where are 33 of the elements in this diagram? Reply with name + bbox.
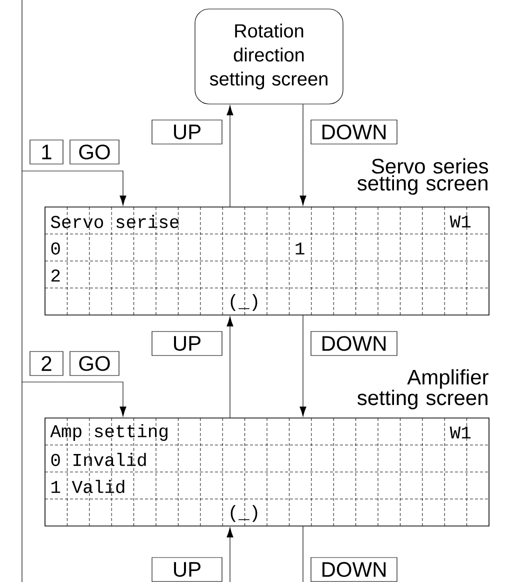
arrow (226, 105, 234, 207)
lcd-text: 1 Valid (52, 480, 124, 494)
lcd-text: 1 (296, 242, 304, 254)
arrow (22, 0, 126, 206)
screen-box: Rotation direction setting screen (194, 8, 344, 104)
lcd-text: Amp setting (50, 424, 168, 441)
arrow (226, 316, 234, 418)
key-label: UP (152, 331, 222, 356)
lcd-text: W1 (450, 216, 471, 228)
lcd-text: (_) (230, 294, 258, 311)
key-label: 2 (30, 351, 64, 376)
lcd-text: 0 (51, 242, 60, 255)
screen-title: Servo series setting screen (357, 158, 488, 195)
key-label: DOWN (310, 331, 398, 356)
screen-title: Amplifier setting screen (357, 369, 488, 410)
key-label: UP (152, 557, 222, 582)
lcd-text: 0 Invalid (51, 452, 146, 466)
key-label: GO (70, 140, 120, 164)
key-label: UP (152, 120, 222, 144)
key-label: 1 (30, 140, 64, 164)
key-label: DOWN (310, 557, 398, 582)
arrow (300, 104, 306, 206)
lcd-text: Servo serise (50, 214, 179, 228)
lcd-screen (44, 418, 490, 526)
key-label: GO (70, 351, 120, 376)
lcd-text: (_) (230, 505, 258, 522)
key-label: DOWN (310, 120, 398, 144)
arrow (300, 315, 306, 416)
lcd-text: W1 (450, 426, 471, 438)
arrow (226, 528, 234, 582)
arrow (22, 382, 126, 582)
lcd-screen (44, 206, 490, 316)
lcd-text: 2 (51, 269, 60, 282)
